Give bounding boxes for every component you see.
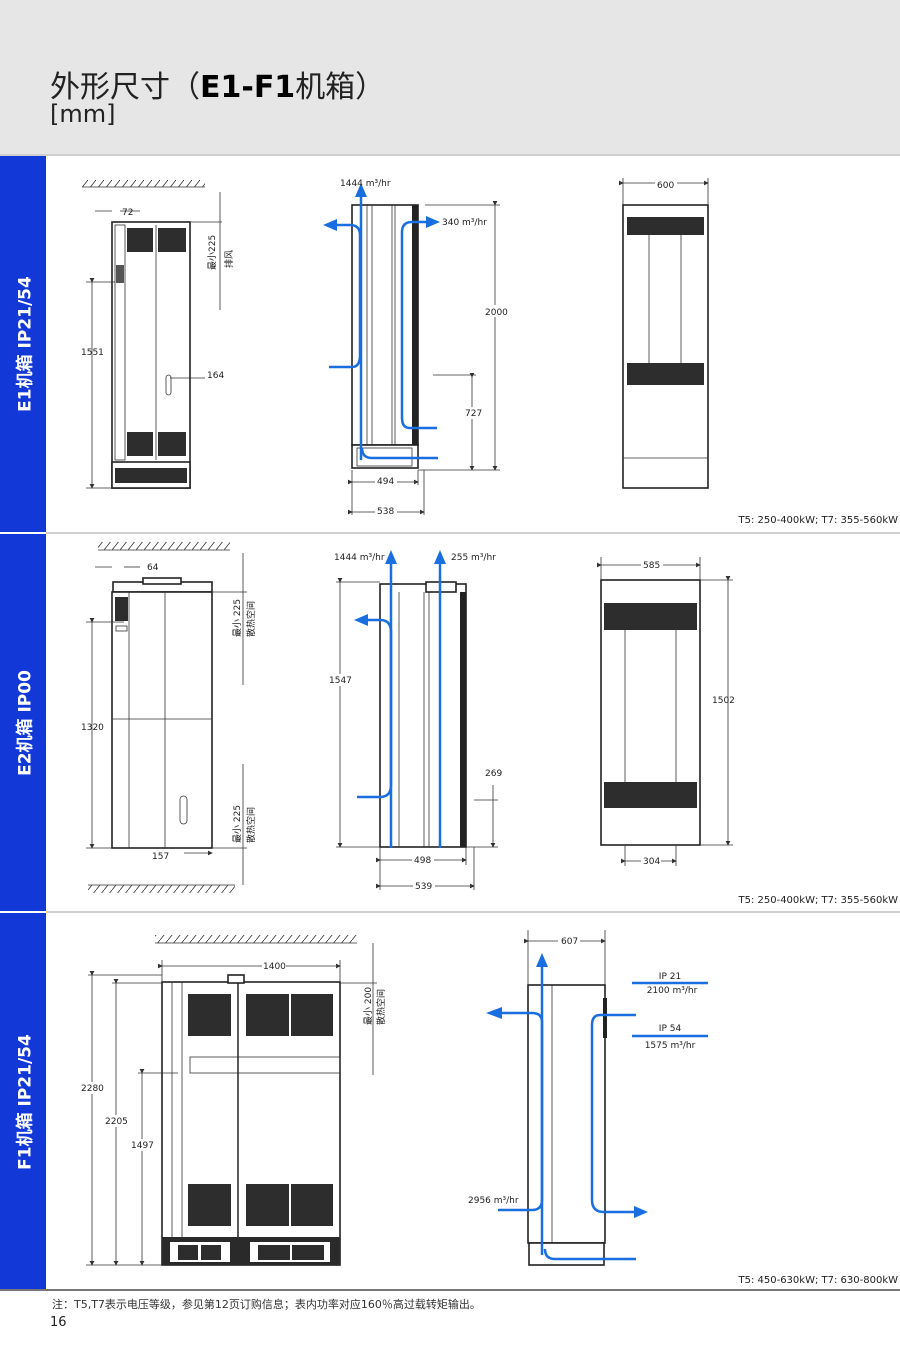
divider: [0, 1289, 900, 1291]
clearance-note: 散热空间: [245, 601, 257, 637]
ip-rating-label: IP 21: [659, 972, 681, 982]
f1-front-view: [86, 935, 377, 1266]
airflow-label: 1444 m³/hr: [334, 553, 385, 563]
dim-label: 2205: [105, 1117, 128, 1127]
dim-label: 539: [415, 882, 432, 892]
title-models: E1-F1: [200, 70, 296, 105]
section-tab-e1: E1机箱 IP21/54: [0, 156, 46, 532]
dim-label: 498: [414, 856, 431, 866]
e1-front-view: [82, 180, 222, 489]
footnote: 注：T5,T7表示电压等级，参见第12页订购信息；表内功率对应160％高过载转矩…: [52, 1298, 481, 1311]
unit-label: [mm]: [50, 100, 116, 128]
clearance-label: 最小225: [207, 235, 218, 270]
clearance-note: 排风: [223, 250, 235, 268]
dim-label: 1502: [712, 696, 735, 706]
dim-label: 1547: [329, 676, 352, 686]
clearance-note: 散热空间: [375, 989, 387, 1025]
e2-front-view: [86, 542, 247, 893]
dim-label: 2000: [485, 308, 508, 318]
section-tab-e2: E2机箱 IP00: [0, 534, 46, 911]
ip-rating-label: IP 54: [659, 1024, 682, 1034]
airflow-label: 1575 m³/hr: [645, 1041, 696, 1051]
clearance-label: 最小 200: [363, 987, 374, 1025]
page-title: 外形尺寸（E1-F1机箱）: [50, 62, 385, 106]
dim-label: 157: [152, 852, 169, 862]
dim-label: 304: [643, 857, 660, 867]
section-tab-f1: F1机箱 IP21/54: [0, 913, 46, 1290]
clearance-note: 散热空间: [245, 807, 257, 843]
dim-label: 269: [485, 769, 502, 779]
power-range-caption: T5: 450-630kW; T7: 630-800kW: [737, 1275, 898, 1286]
power-range-caption: T5: 250-400kW; T7: 355-560kW: [737, 515, 898, 526]
e2-side-view: [336, 550, 498, 890]
power-range-caption: T5: 250-400kW; T7: 355-560kW: [737, 895, 898, 906]
dim-label: 607: [561, 937, 578, 947]
title-suffix: 机箱）: [295, 70, 386, 105]
airflow-label: 255 m³/hr: [451, 553, 496, 563]
dim-label: 1497: [131, 1141, 154, 1151]
dim-label: 72: [122, 208, 133, 218]
dim-label: 2280: [81, 1084, 104, 1094]
airflow-label: 2956 m³/hr: [468, 1196, 519, 1206]
airflow-label: 2100 m³/hr: [647, 986, 698, 996]
page-header: 外形尺寸（E1-F1机箱） [mm]: [0, 0, 900, 156]
dim-label: 600: [657, 181, 674, 191]
dim-label: 494: [377, 477, 394, 487]
e1-rear-view: [619, 178, 709, 489]
dim-label: 585: [643, 561, 660, 571]
dim-label: 538: [377, 507, 394, 517]
title-prefix: 外形尺寸（: [50, 70, 200, 105]
clearance-label: 最小 225: [232, 599, 243, 637]
page-number: 16: [50, 1315, 67, 1330]
airflow-label: 1444 m³/hr: [340, 179, 391, 189]
dim-label: 164: [207, 371, 224, 381]
e1-side-view: [323, 183, 500, 515]
dim-label: 1551: [81, 348, 104, 358]
dim-label: 727: [465, 409, 482, 419]
clearance-label: 最小 225: [232, 805, 243, 843]
e2-rear-view: [597, 557, 733, 866]
dim-label: 1320: [81, 723, 104, 733]
dim-label: 1400: [263, 962, 286, 972]
airflow-label: 340 m³/hr: [442, 218, 487, 228]
divider: [46, 532, 900, 534]
f1-side-view: [486, 930, 708, 1266]
divider: [46, 911, 900, 913]
dim-label: 64: [147, 563, 159, 573]
